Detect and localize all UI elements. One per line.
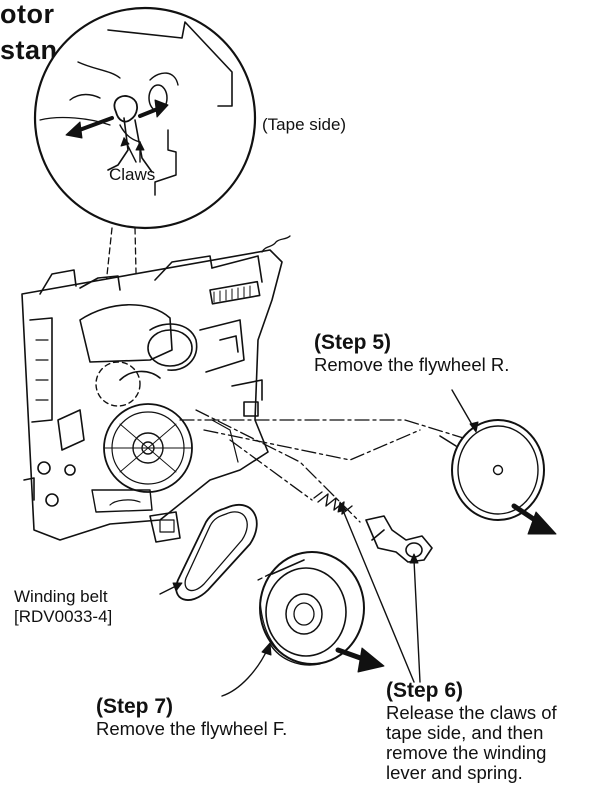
claws-label: Claws [109,165,156,184]
step7-line-1: Remove the flywheel F. [96,717,288,739]
step7-title: (Step 7) [96,695,174,718]
tape-side-label: (Tape side) [262,115,347,134]
mechanism-chassis [21,235,291,543]
assembly-lines [179,409,471,523]
step6-block: (Step 6) Release the claws of tape side,… [386,679,557,783]
step6-line-4: lever and spring. [386,761,523,783]
spring [313,491,353,515]
step6-title: (Step 6) [386,679,464,702]
step7-block: (Step 7) Remove the flywheel F. [96,695,288,739]
removal-arrow-icon [511,503,557,535]
header-line-1: otor [0,0,55,29]
step5-line-1: Remove the flywheel R. [314,353,510,375]
winding-lever [365,515,433,563]
winding-belt-label: Winding belt [14,587,108,606]
arrow-right-icon [138,99,169,118]
flywheel-r [439,419,545,521]
header-line-2: stan [0,35,58,65]
step6-line-1: Release the claws of [386,701,557,723]
step7-leader [221,647,269,697]
step6-line-3: remove the winding [386,741,547,763]
removal-arrow-icon [335,647,385,673]
step5-leader [451,389,475,429]
step5-block: (Step 5) Remove the flywheel R. [314,331,510,375]
step5-title: (Step 5) [314,331,392,354]
arrow-left-icon [65,116,114,139]
winding-belt [175,503,258,601]
step6-leader-spring [341,507,415,683]
step6-line-2: tape side, and then [386,721,544,743]
winding-belt-part-number: [RDV0033-4] [14,607,113,626]
step6-leader-lever [413,559,421,683]
magnified-detail-circle [33,6,257,230]
flywheel-f [257,551,365,666]
